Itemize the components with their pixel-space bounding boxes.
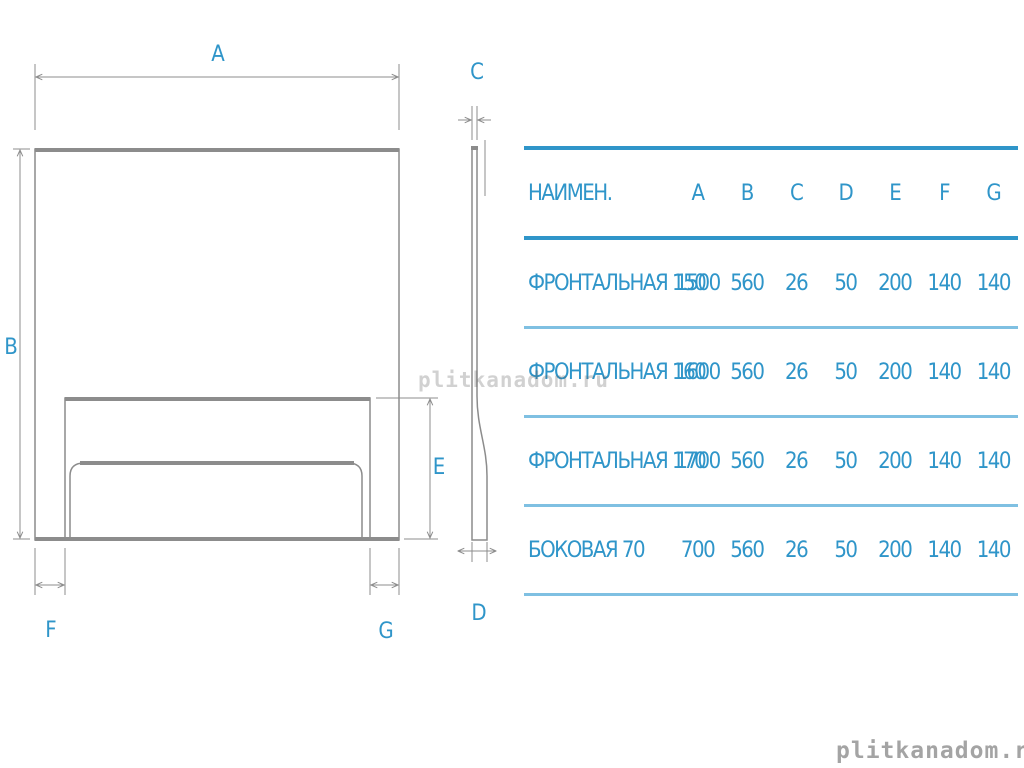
cell-c: 26 bbox=[785, 270, 809, 296]
cell-name: БОКОВАЯ 70 bbox=[528, 537, 646, 563]
cell-a: 700 bbox=[680, 537, 716, 563]
cell-name: ФРОНТАЛЬНАЯ 170 bbox=[528, 448, 707, 474]
cell-a: 1600 bbox=[675, 359, 721, 385]
cell-f: 140 bbox=[927, 359, 962, 385]
cell-a: 1500 bbox=[675, 270, 721, 296]
side-view bbox=[458, 106, 496, 562]
front-panel-outline bbox=[34, 148, 400, 541]
side-profile bbox=[471, 146, 488, 541]
header-f: F bbox=[939, 180, 950, 206]
table-row: ФРОНТАЛЬНАЯ 160 1600 560 26 50 200 140 1… bbox=[524, 328, 1018, 417]
dim-label-e: E bbox=[433, 455, 446, 480]
table-header-row: НАИМЕН. A B C D E F G bbox=[524, 148, 1018, 238]
header-c: C bbox=[789, 180, 804, 206]
table-row: ФРОНТАЛЬНАЯ 150 1500 560 26 50 200 140 1… bbox=[524, 238, 1018, 328]
cell-name: ФРОНТАЛЬНАЯ 160 bbox=[528, 359, 707, 385]
cell-g: 140 bbox=[976, 537, 1012, 563]
dim-label-g: G bbox=[378, 619, 393, 644]
header-d: D bbox=[838, 180, 854, 206]
header-name: НАИМЕН. bbox=[528, 180, 613, 206]
cell-a: 1700 bbox=[675, 448, 721, 474]
cell-e: 200 bbox=[878, 537, 913, 563]
cell-f: 140 bbox=[927, 448, 962, 474]
dim-label-d: D bbox=[471, 601, 486, 626]
cell-c: 26 bbox=[785, 448, 809, 474]
front-view bbox=[34, 148, 400, 541]
table-row: ФРОНТАЛЬНАЯ 170 1700 560 26 50 200 140 1… bbox=[524, 417, 1018, 506]
cell-b: 560 bbox=[730, 359, 765, 385]
dim-label-f: F bbox=[45, 618, 56, 643]
header-a: A bbox=[691, 180, 706, 206]
cutout-outline bbox=[64, 397, 371, 541]
dimension-lines bbox=[13, 64, 438, 595]
watermark-corner: plitkanadom.ru bbox=[836, 738, 1024, 764]
dim-label-a: A bbox=[211, 42, 225, 67]
header-b: B bbox=[740, 180, 755, 206]
cell-b: 560 bbox=[730, 537, 765, 563]
header-g: G bbox=[986, 180, 1001, 206]
cell-f: 140 bbox=[927, 270, 962, 296]
cell-f: 140 bbox=[927, 537, 962, 563]
cell-e: 200 bbox=[878, 448, 913, 474]
dim-label-b: B bbox=[4, 335, 18, 360]
cell-name: ФРОНТАЛЬНАЯ 150 bbox=[528, 270, 707, 296]
dim-label-c: C bbox=[470, 60, 484, 85]
cell-c: 26 bbox=[785, 537, 809, 563]
watermark-center: plitkanadom.ru bbox=[418, 368, 610, 392]
cell-d: 50 bbox=[834, 270, 858, 296]
cell-c: 26 bbox=[785, 359, 809, 385]
cell-g: 140 bbox=[976, 270, 1012, 296]
cell-d: 50 bbox=[834, 448, 858, 474]
cutout-inner-recess bbox=[69, 462, 363, 540]
cell-b: 560 bbox=[730, 270, 765, 296]
table-row: БОКОВАЯ 70 700 560 26 50 200 140 140 bbox=[524, 506, 1018, 595]
cell-g: 140 bbox=[976, 448, 1012, 474]
cell-e: 200 bbox=[878, 270, 913, 296]
dimensions-table: НАИМЕН. A B C D E F G ФРОНТАЛЬНАЯ 150 15… bbox=[524, 146, 1018, 596]
cell-g: 140 bbox=[976, 359, 1012, 385]
cell-b: 560 bbox=[730, 448, 765, 474]
dimension-labels: A B C D E F G bbox=[4, 42, 486, 644]
cell-d: 50 bbox=[834, 359, 858, 385]
cell-e: 200 bbox=[878, 359, 913, 385]
header-e: E bbox=[889, 180, 902, 206]
cell-d: 50 bbox=[834, 537, 858, 563]
